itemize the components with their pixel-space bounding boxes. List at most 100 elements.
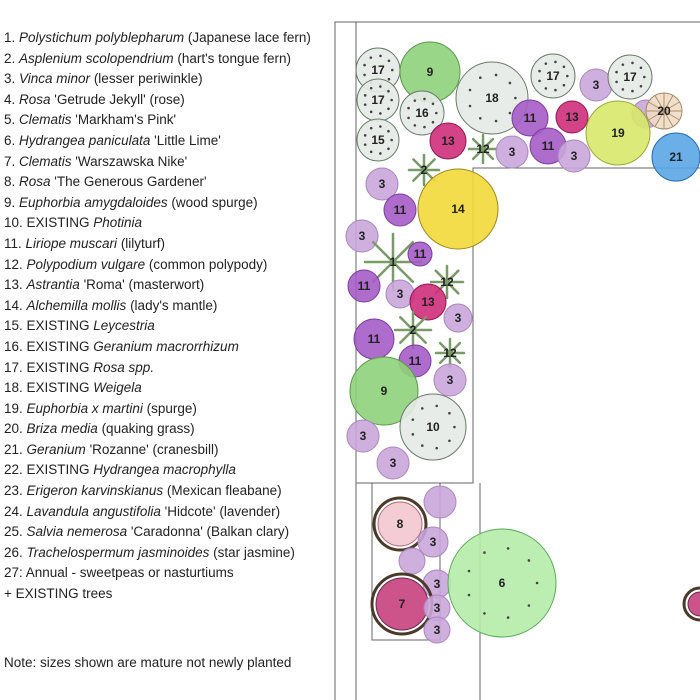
legend-item: 6. Hydrangea paniculata 'Little Lime' (4, 131, 344, 152)
hyd-plant-symbol (447, 528, 557, 638)
plant-number-label: 17 (546, 69, 560, 83)
legend-item-sci: Briza media (26, 421, 98, 437)
texture-dot (431, 102, 435, 106)
legend-item-sci: Asplenium scolopendrium (19, 50, 174, 66)
plant-number-label: 11 (358, 279, 371, 293)
texture-dot (467, 593, 471, 597)
texture-dot (387, 107, 390, 111)
vinca-plant-symbol (557, 139, 591, 173)
texture-dot (379, 54, 382, 58)
legend-item-prefix: 11. (4, 235, 26, 251)
legend-item-sci: Liriope muscari (25, 235, 118, 251)
legend-item-common: 'Little Lime' (150, 132, 221, 148)
texture-dot (387, 129, 390, 133)
texture-dot (468, 104, 472, 108)
legend-item-prefix: 25. (4, 524, 27, 540)
legend-item-common: 'Roma' (masterwort) (79, 277, 205, 293)
texture-dot (420, 444, 424, 447)
legend-item: 16. EXISTING Geranium macrorrhizum (4, 337, 344, 358)
texture-dot (411, 433, 415, 436)
legend-item-prefix: 15. EXISTING (4, 318, 94, 334)
texture-dot (494, 119, 498, 123)
plant-number-label: 7 (399, 597, 406, 611)
pot-ring (682, 586, 700, 622)
legend-item-prefix: 12. (4, 256, 27, 272)
plant-number-label: 3 (360, 429, 367, 443)
legend-item: 8. Rosa 'The Generous Gardener' (4, 172, 344, 193)
legend-item-common: (lady's mantle) (126, 297, 218, 313)
texture-dot (363, 73, 366, 77)
legend-item-prefix: 23. (4, 483, 27, 499)
texture-dot (506, 616, 510, 619)
legend-item-prefix: 6. (4, 132, 20, 148)
grass-stroke (663, 110, 674, 127)
ast-plant-symbol (409, 283, 447, 321)
texture-dot (554, 88, 557, 92)
plant-number-label: 3 (447, 373, 454, 387)
texture-dot (639, 66, 643, 70)
legend-item-sci: Rosa (19, 174, 51, 190)
plant-number-label: 20 (657, 104, 671, 118)
texture-dot (562, 83, 566, 87)
texture-dot (527, 604, 531, 607)
texture-dot (423, 97, 426, 101)
texture-dot (479, 76, 482, 80)
pot-bed-outline (371, 483, 441, 641)
legend-item: 24. Lavandula angustifolia 'Hidcote' (la… (4, 502, 344, 523)
legend-item: 25. Salvia nemerosa 'Caradonna' (Balkan … (4, 522, 344, 543)
plant-number-label: 1 (390, 255, 397, 269)
legend-item: 4. Rosa 'Getrude Jekyll' (rose) (4, 90, 344, 111)
geran-plant-symbol (651, 132, 700, 182)
legend-item: 3. Vinca minor (lesser periwinkle) (4, 69, 344, 90)
texture-dot (631, 61, 634, 65)
ast-plant-symbol (429, 122, 467, 160)
texture-dot (379, 152, 382, 155)
texture-dot (435, 111, 438, 115)
legend-item-common: 'Warszawska Nike' (71, 153, 188, 169)
legend-item-prefix: 1. (4, 30, 20, 45)
plant-number-label: 3 (390, 456, 397, 470)
plant-number-label: 2 (410, 323, 417, 337)
legend-item: 2. Asplenium scolopendrium (hart's tongu… (4, 49, 344, 70)
legend-item-common: (lilyturf) (117, 235, 166, 251)
legend-item-sci: Hydrangea paniculata (19, 132, 151, 148)
texture-dot (514, 96, 517, 100)
vinca-plant-symbol (365, 167, 399, 201)
texture-dot (615, 70, 618, 74)
texture-dot (538, 79, 541, 83)
plant-number-label: 12 (440, 275, 454, 289)
legend-item-common: (wood spurge) (167, 194, 258, 210)
legend-item-prefix: 14. (4, 297, 27, 313)
pot-ring (372, 496, 428, 552)
legend-item-sci: Vinca minor (19, 71, 91, 87)
plant-number-label: 8 (397, 517, 404, 531)
fern-symbol (393, 310, 433, 350)
vinca-plant-symbol (423, 485, 457, 519)
legend-item: 23. Erigeron karvinskianus (Mexican flea… (4, 481, 344, 502)
legend-item: 7. Clematis 'Warszawska Nike' (4, 152, 344, 173)
texture-dot (390, 98, 393, 102)
legend-item-prefix: 20. (4, 421, 27, 437)
legend-item-prefix: 16. EXISTING (4, 338, 94, 354)
legend-item: 14. Alchemilla mollis (lady's mantle) (4, 296, 344, 317)
legend-item-sci: Trachelospermum jasminoides (26, 544, 210, 560)
lir-plant-symbol (383, 193, 417, 227)
texture-dot (369, 86, 373, 90)
texture-dot (643, 75, 646, 79)
texture-dot (483, 612, 486, 615)
plant-number-label: 9 (427, 65, 434, 79)
lir-plant-symbol (407, 241, 433, 267)
grass-stroke (654, 95, 665, 112)
fern-symbol (467, 133, 499, 165)
legend-item-sci: Hydrangea macrophylla (93, 462, 236, 478)
plant-number-label: 3 (379, 177, 386, 191)
texture-dot (544, 62, 548, 65)
legend-item: + EXISTING trees (4, 584, 344, 605)
legend-item-prefix: 17. EXISTING (4, 359, 94, 375)
legend-item-sci: Rosa (19, 91, 51, 107)
vinca-plant-symbol (433, 363, 467, 397)
plant-number-label: 11 (368, 332, 381, 346)
vinca-plant-symbol (345, 219, 379, 253)
plant-legend: 1. Polystichum polyblepharum (Japanese l… (4, 28, 344, 670)
legend-item-prefix: 5. (4, 112, 20, 128)
